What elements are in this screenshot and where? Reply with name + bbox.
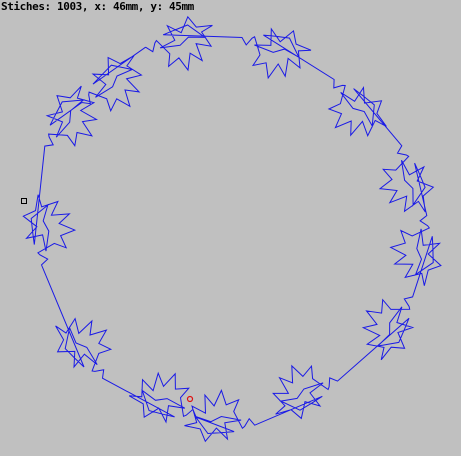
stitch-path	[22, 15, 442, 443]
stitch-line	[22, 15, 442, 443]
start-marker-icon	[21, 198, 27, 204]
current-position-marker-icon	[186, 395, 194, 403]
stitch-status-readout: Stiches: 1003, x: 46mm, y: 45mm	[1, 0, 194, 13]
